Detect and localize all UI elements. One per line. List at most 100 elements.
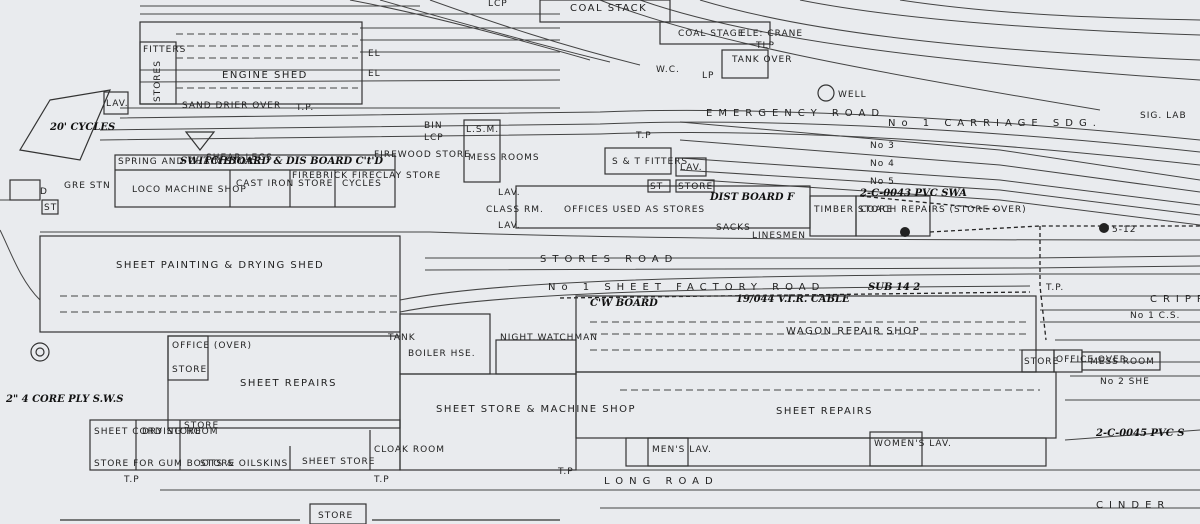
wagon-repair-shop-label: WAGON REPAIR SHOP [786,326,920,337]
tank-over-label: TANK OVER [731,55,792,65]
sheet-painting-shed: SHEET PAINTING & DRYING SHED [39,235,401,333]
office-over-label: OFFICE (OVER) [172,341,252,351]
sheet-cord-store-label: SHEET CORD STORE [94,427,202,437]
stores-road-label: STORES ROAD [540,254,678,265]
sub-hand-label: SUB 14 2 [868,282,920,293]
timber-store-label: TIMBER STORE [813,205,893,215]
sig-lab-label: SIG. LAB [1140,111,1187,121]
coal-stack: COAL STACK [539,0,671,23]
sheet-factory-road-label: No 1 SHEET FACTORY ROAD [548,282,825,293]
office-over2-label: OFFICE OVER [1056,355,1127,365]
long-road-label: LONG ROAD [604,476,719,487]
st2-label: ST [44,203,57,213]
store-box-label: STORE [678,182,713,192]
s-t-fitters: S & T FITTERS LAV. [604,147,707,177]
s-t-fitters-label: S & T FITTERS [612,157,688,167]
boiler-house: BOILER HSE. [399,313,491,375]
lower-left-stores: SHEET CORD STORE DRYING ROOM STORE STORE… [89,419,445,471]
no2-she-label: No 2 SHE [1100,377,1150,387]
ply-hand-label: 2" 4 CORE PLY S.W.S [5,394,123,405]
coal-stage-label: COAL STAGE [678,29,744,39]
no1-cs-label: No 1 C.S. [1130,311,1180,321]
cycles-hand-label: 20' CYCLES [49,122,115,133]
lcp-top-label: LCP [488,0,508,9]
pvc-hand-label: 2-C-0043 PVC SWA [859,188,967,199]
wal-hand-label: C'W BOARD [590,298,658,309]
spring-chain-store-label: SPRING AND CHAIN STORE [118,157,261,167]
cloak-room-label: CLOAK ROOM [374,445,445,455]
lav4-label: LAV. [498,221,521,231]
gre-stn: GRE STN D ST [9,179,111,215]
lcp2-label: LCP [424,133,444,143]
sheet-repairs-right: SHEET REPAIRS MEN'S LAV. WOMEN'S LAV. [575,371,1057,467]
cast-iron-store-label: CAST IRON STORE [236,179,333,189]
no5-label: No 5 [870,177,895,187]
offices-used-as-stores-label: OFFICES USED AS STORES [564,205,705,215]
cycles-shelter: 20' CYCLES [19,89,115,161]
no3-label: No 3 [870,141,895,151]
sheet-repairs-left-label: SHEET REPAIRS [240,378,337,389]
cable-marker-1 [900,227,910,237]
cinder-label: CINDER [1096,500,1170,511]
mess-rooms-label: MESS ROOMS [468,153,540,163]
sand-drier-label: SAND DRIER OVER [182,101,281,111]
tank-over: TANK OVER LP W.C. [656,49,792,81]
gre-stn-label: GRE STN [64,181,111,191]
firebrick-store-label: FIREBRICK FIRECLAY STORE [292,171,441,181]
night-watchman: NIGHT WATCHMAN [495,333,598,375]
lsm-label: L.S.M. [466,125,499,135]
bin-label: BIN [424,121,443,131]
cripp-label: CRIPP [1150,294,1200,305]
timber-store: TIMBER STORE COACH REPAIRS (STORE OVER) [809,195,1027,237]
shear-legs-label: SHEAR LEGS [206,153,273,163]
gum-boots-label: STORE FOR GUM BOOTS & OILSKINS [94,459,288,469]
tp-bottom2-label: T.P [373,475,390,485]
el-label-2: EL [368,69,381,79]
store5-label: STORE [200,459,235,469]
elec-crane-label: ELE: CRANE [740,29,803,39]
well-label: WELL [838,90,867,100]
boiler-hse-label: BOILER HSE. [408,349,476,359]
el-label-1: EL [368,49,381,59]
firewood-store-label: FIREWOOD STORE [374,150,471,160]
store3-label: STORE [172,365,207,375]
sig-num-label: 5-12 [1112,225,1136,235]
coal-stage: COAL STAGE ELE: CRANE TLP LCP [488,0,803,51]
well: WELL [817,84,867,102]
no4-label: No 4 [870,159,895,169]
wc-label: W.C. [656,65,680,75]
cycles-label: CYCLES [342,179,382,189]
mess-room-label: MESS ROOM [1090,357,1155,367]
store6-label: STORE [1024,357,1059,367]
loco-machine-shop-block: SPRING AND CHAIN STORE SWITCHBOARD & DIS… [114,154,441,208]
tp-label-1: T.P. [295,103,314,113]
stores-vertical-label: STORES [153,60,163,102]
offices-used-as-stores: ST STORE DIST BOARD F LAV. CLASS RM. LAV… [486,179,811,241]
coal-stack-label: COAL STACK [570,3,647,14]
engine-shed: FITTERS ENGINE SHED STORES EL EL SAND DR… [139,21,381,113]
lav-label-1: LAV. [106,99,129,109]
cable-marker-2 [1099,223,1109,233]
mens-lav-label: MEN'S LAV. [652,445,712,455]
mess-rooms-block: BIN LCP L.S.M. MESS ROOMS T.P [424,119,651,183]
drying-room-label: DRYING ROOM [142,427,219,437]
loco-machine-shop-label: LOCO MACHINE SHOP [132,185,247,195]
carriage-sdg-label: No 1 CARRIAGE SDG. [888,118,1102,129]
sheet-repairs-left: OFFICE (OVER) STORE SHEET REPAIRS TANK [167,333,416,429]
tp-bottom3-label: T.P [557,467,574,477]
store4-label: STORE [184,421,219,431]
tank-label: TANK [387,333,416,343]
cab-hand-label: 19/044 V.I.R. CABLE [736,294,850,305]
night-watchman-label: NIGHT WATCHMAN [500,333,598,343]
sheet-repairs-right-label: SHEET REPAIRS [776,406,873,417]
coach-repairs-label: COACH REPAIRS (STORE OVER) [860,205,1027,215]
fitters-label: FITTERS [143,45,186,55]
lav2-label: LAV. [680,163,703,173]
st-box-label: ST [650,182,663,192]
sheet-store-machine-shop: SHEET STORE & MACHINE SHOP [399,373,635,471]
tp-right-label: T.P. [1045,283,1064,293]
firewood-store: FIREWOOD STORE [374,150,471,160]
sacks-label: SACKS [716,223,751,233]
track-lines [0,0,1200,509]
